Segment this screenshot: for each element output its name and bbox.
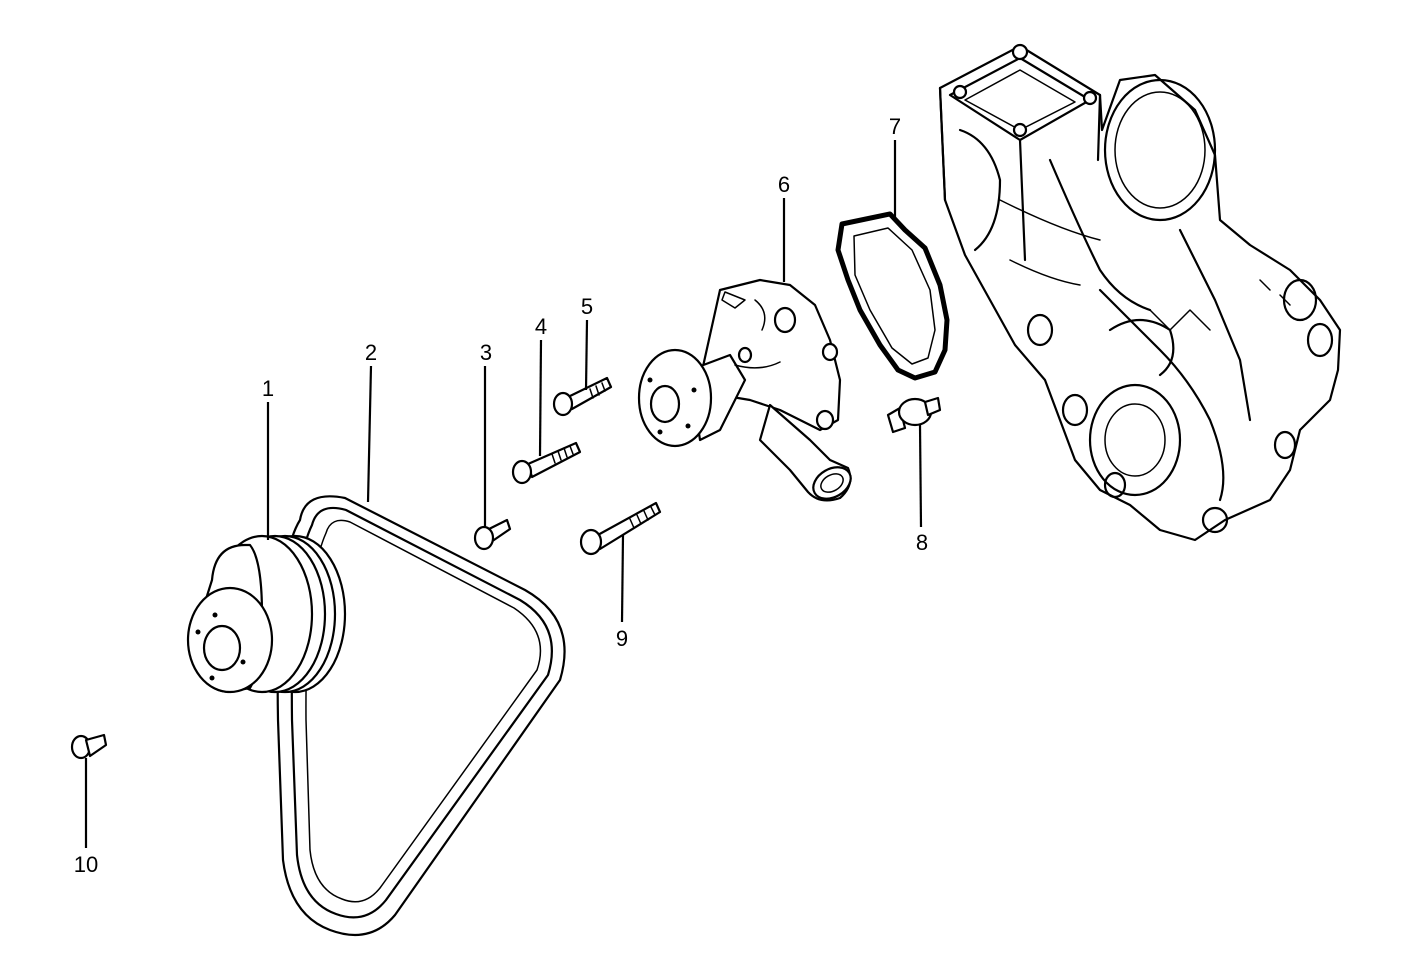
small-bolt (70, 733, 108, 760)
medium-bolt (511, 441, 582, 485)
callout-10: 10 (74, 852, 98, 877)
callout-7: 7 (889, 114, 901, 139)
water-pump (637, 278, 852, 502)
callout-9: 9 (616, 626, 628, 651)
callout-3: 3 (480, 340, 492, 365)
sensor-switch (886, 396, 942, 434)
timing-gear-case (938, 43, 1342, 542)
callout-6: 6 (778, 172, 790, 197)
callout-2: 2 (365, 340, 377, 365)
pulley (186, 534, 347, 694)
callout-4: 4 (535, 314, 547, 339)
upper-bolt (552, 376, 613, 417)
callout-5: 5 (581, 294, 593, 319)
callout-8: 8 (916, 530, 928, 555)
short-bolt (473, 518, 512, 551)
leader-lines (84, 140, 923, 848)
callout-labels: 1 2 3 4 5 6 7 8 9 10 (74, 114, 928, 877)
long-bolt (579, 501, 662, 556)
gasket (835, 211, 950, 381)
callout-1: 1 (262, 376, 274, 401)
